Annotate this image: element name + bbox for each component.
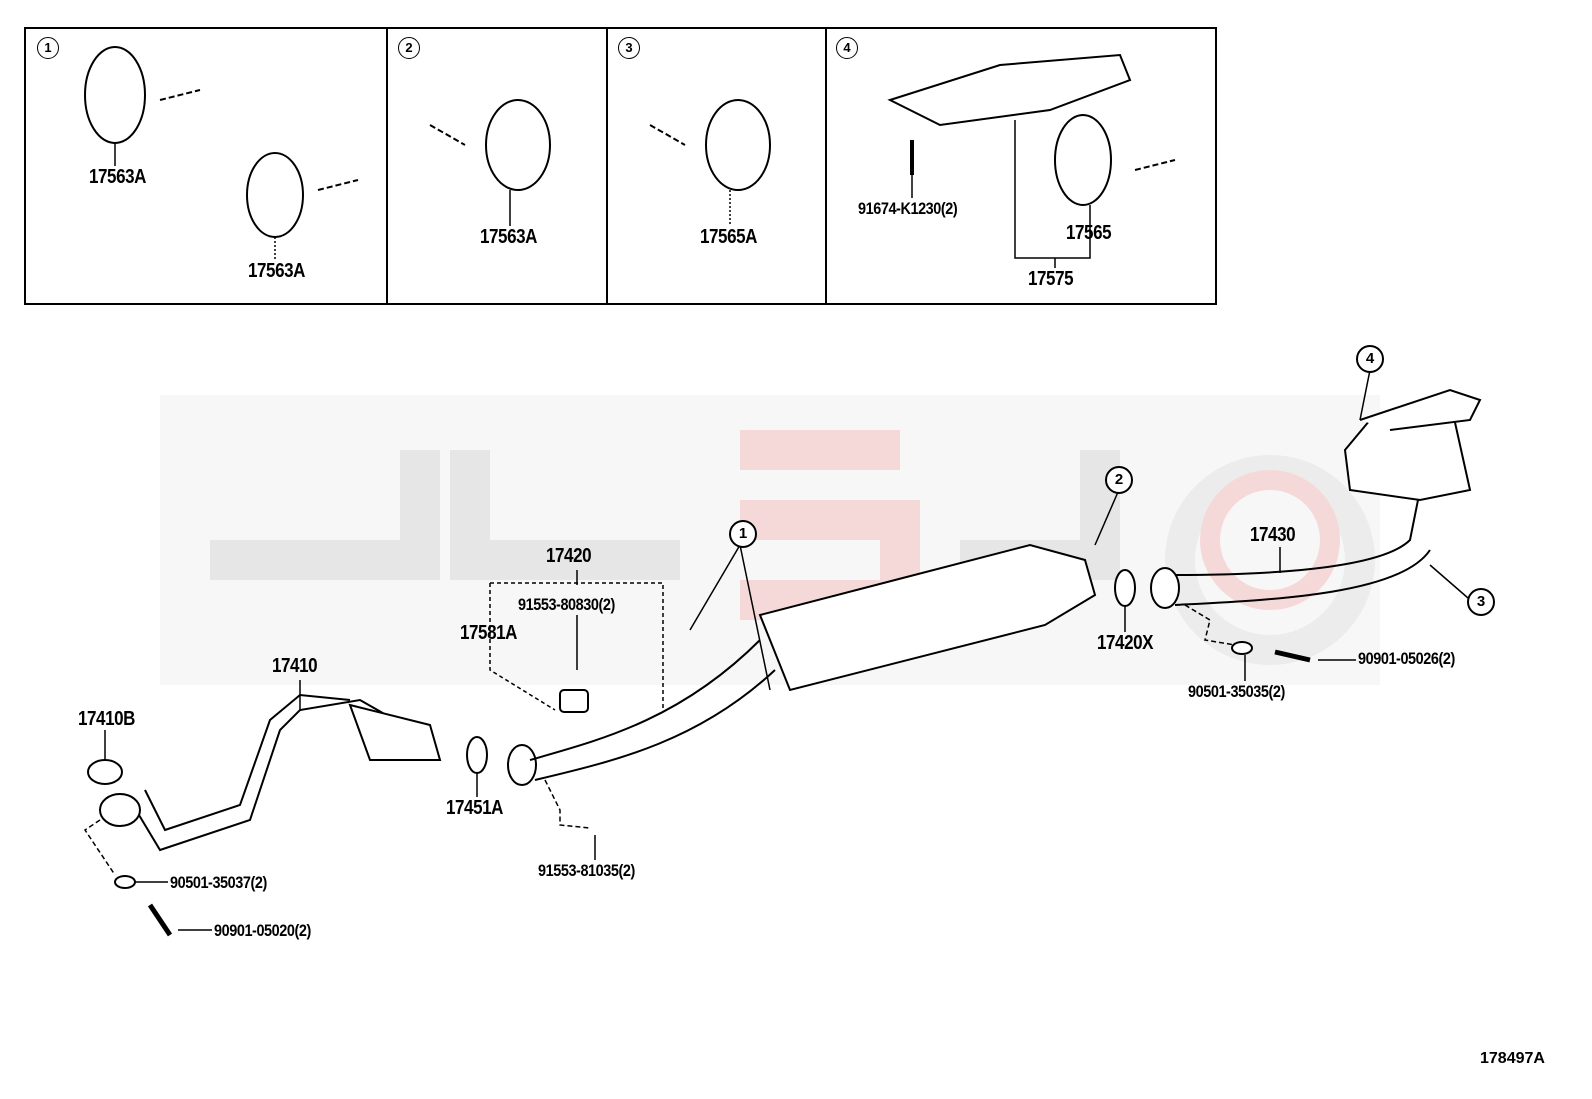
part-label-17581A[interactable]: 17581A: [460, 622, 518, 644]
part-label[interactable]: 17563A: [89, 166, 147, 188]
inset-panel-4: [825, 27, 1217, 305]
part-label-17420[interactable]: 17420: [546, 545, 592, 567]
part-label[interactable]: 17563A: [248, 260, 306, 282]
part-label-90901-05026[interactable]: 90901-05026(2): [1358, 649, 1455, 668]
leader-lines: [83, 369, 1469, 931]
part-label-17451A[interactable]: 17451A: [446, 797, 504, 819]
diagram-id: 178497A: [1480, 1050, 1545, 1067]
callout-2: 2: [1105, 466, 1133, 494]
part-label-91553-80830[interactable]: 91553-80830(2): [518, 595, 615, 614]
part-label-17420X[interactable]: 17420X: [1097, 632, 1154, 654]
inset-hanger-drawings: [84, 46, 1176, 268]
part-label[interactable]: 91674-K1230(2): [858, 199, 958, 218]
inset-panel-1: [24, 27, 388, 305]
callout-4: 4: [1356, 345, 1384, 373]
part-label[interactable]: 17563A: [480, 226, 538, 248]
part-label-17430[interactable]: 17430: [1250, 524, 1296, 546]
inset-callout-2: 2: [398, 37, 420, 59]
part-label-90901-05020[interactable]: 90901-05020(2): [214, 921, 311, 940]
callout-3: 3: [1467, 588, 1495, 616]
part-label-90501-35035[interactable]: 90501-35035(2): [1188, 682, 1285, 701]
part-label[interactable]: 17565A: [700, 226, 758, 248]
part-label-17410[interactable]: 17410: [272, 655, 318, 677]
part-label[interactable]: 17565: [1066, 222, 1112, 244]
inset-panel-2: [386, 27, 608, 305]
inset-panel-3: [606, 27, 827, 305]
inset-callout-3: 3: [618, 37, 640, 59]
callout-1: 1: [729, 520, 757, 548]
part-label-91553-81035[interactable]: 91553-81035(2): [538, 861, 635, 880]
part-label[interactable]: 17575: [1028, 268, 1074, 290]
inset-callout-1: 1: [37, 37, 59, 59]
inset-callout-4: 4: [836, 37, 858, 59]
part-label-17410B[interactable]: 17410B: [78, 708, 136, 730]
exhaust-system-drawing: [87, 388, 1482, 937]
part-label-90501-35037[interactable]: 90501-35037(2): [170, 873, 267, 892]
